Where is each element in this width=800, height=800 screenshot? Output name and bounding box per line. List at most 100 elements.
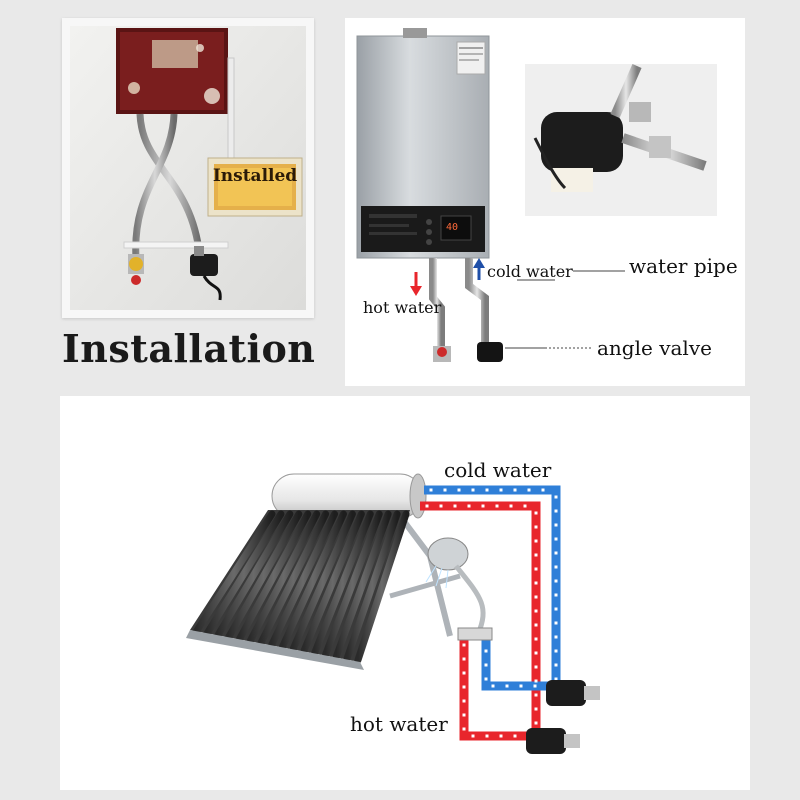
flow-arrow-mark <box>554 565 558 569</box>
flow-arrow-mark <box>491 684 495 688</box>
flow-arrow-mark <box>509 504 513 508</box>
solar-label-cold-water: cold water <box>444 458 552 482</box>
solar-heater-panel: cold water hot water <box>60 396 750 790</box>
vacuum-tube <box>300 510 365 655</box>
solar-label-hot-water: hot water <box>350 712 448 736</box>
flow-arrow-mark <box>462 699 466 703</box>
flow-arrow-mark <box>554 537 558 541</box>
gas-heater-panel: 40 cold water water pipe hot water angle… <box>345 18 745 386</box>
flow-arrow-mark <box>425 504 429 508</box>
vacuum-tube <box>278 510 347 651</box>
vacuum-tube <box>214 510 294 640</box>
installed-photo-panel: Installed <box>62 18 314 318</box>
vacuum-tube <box>289 510 356 653</box>
pump-lower <box>526 728 580 754</box>
flow-arrow-mark <box>523 504 527 508</box>
flow-arrow-mark <box>534 651 538 655</box>
flow-arrow-mark <box>554 495 558 499</box>
flow-arrow-mark <box>462 685 466 689</box>
flow-arrow-mark <box>534 567 538 571</box>
flow-arrow-mark <box>462 671 466 675</box>
flow-arrow-mark <box>554 635 558 639</box>
flow-arrow-mark <box>534 553 538 557</box>
flow-arrow-mark <box>439 504 443 508</box>
vacuum-tube <box>343 510 401 662</box>
flow-arrow-mark <box>462 727 466 731</box>
flow-arrow-mark <box>513 488 517 492</box>
flow-arrow-mark <box>534 539 538 543</box>
mixer-valve <box>457 627 493 641</box>
flow-arrow-mark <box>527 488 531 492</box>
flow-arrow-mark <box>513 734 517 738</box>
flow-arrow-mark <box>462 713 466 717</box>
flow-arrow-mark <box>554 579 558 583</box>
vacuum-tube <box>322 510 383 658</box>
flow-arrow-mark <box>554 523 558 527</box>
flow-arrow-mark <box>534 595 538 599</box>
vacuum-tubes <box>192 510 410 664</box>
flow-arrow-mark <box>462 657 466 661</box>
flow-arrow-mark <box>534 637 538 641</box>
flow-arrow-mark <box>457 488 461 492</box>
flow-arrow-mark <box>534 693 538 697</box>
vacuum-tube <box>235 510 312 643</box>
flow-arrow-mark <box>484 677 488 681</box>
flow-arrow-mark <box>533 684 537 688</box>
flow-arrow-mark <box>467 504 471 508</box>
vacuum-tube <box>257 510 330 647</box>
flow-arrow-mark <box>534 623 538 627</box>
flow-arrow-mark <box>453 504 457 508</box>
flow-arrow-mark <box>554 607 558 611</box>
shower-head-icon <box>427 537 469 571</box>
flow-arrow-mark <box>485 488 489 492</box>
flow-arrow-mark <box>534 525 538 529</box>
flow-arrow-mark <box>534 609 538 613</box>
flow-arrow-mark <box>534 707 538 711</box>
pump <box>477 342 503 362</box>
heater-display-reading: 40 <box>446 222 459 233</box>
flow-arrow-mark <box>499 734 503 738</box>
installed-heater-photo <box>70 26 306 310</box>
flow-arrow-mark <box>554 551 558 555</box>
vacuum-tube <box>311 510 374 657</box>
flow-arrow-mark <box>554 621 558 625</box>
flow-arrow-mark <box>554 649 558 653</box>
vacuum-tube <box>246 510 321 645</box>
flow-arrow-mark <box>485 734 489 738</box>
flow-arrow-mark <box>534 581 538 585</box>
flow-arrow-mark <box>554 663 558 667</box>
flow-arrow-mark <box>443 488 447 492</box>
label-angle-valve: angle valve <box>597 336 712 360</box>
flow-arrow-mark <box>481 504 485 508</box>
pump-unit <box>190 254 218 276</box>
vacuum-tube <box>354 510 410 664</box>
flow-arrow-mark <box>462 643 466 647</box>
flow-arrow-mark <box>554 677 558 681</box>
vacuum-tube <box>332 510 392 660</box>
label-water-pipe: water pipe <box>629 254 738 278</box>
flow-arrow-mark <box>429 488 433 492</box>
flow-arrow-mark <box>505 684 509 688</box>
vacuum-tube <box>224 510 303 642</box>
flow-arrow-mark <box>471 734 475 738</box>
flow-arrow-mark <box>534 511 538 515</box>
flow-arrow-mark <box>554 509 558 513</box>
flow-arrow-mark <box>484 649 488 653</box>
label-cold-water: cold water <box>487 262 573 281</box>
installed-sign-label: Installed <box>212 166 298 186</box>
vacuum-tube <box>203 510 285 638</box>
pump-upper <box>546 680 600 706</box>
flow-arrow-mark <box>499 488 503 492</box>
flow-arrow-mark <box>519 684 523 688</box>
solar-heater-diagram <box>186 473 600 754</box>
gas-heater-diagram <box>356 28 717 362</box>
label-hot-water: hot water <box>363 298 442 317</box>
flow-arrow-mark <box>495 504 499 508</box>
vacuum-tube <box>268 510 339 649</box>
flow-arrow-mark <box>534 665 538 669</box>
flow-arrow-mark <box>471 488 475 492</box>
flow-arrow-mark <box>554 593 558 597</box>
vacuum-tube <box>192 510 276 636</box>
flow-arrow-mark <box>541 488 545 492</box>
installation-title: Installation <box>62 326 316 371</box>
